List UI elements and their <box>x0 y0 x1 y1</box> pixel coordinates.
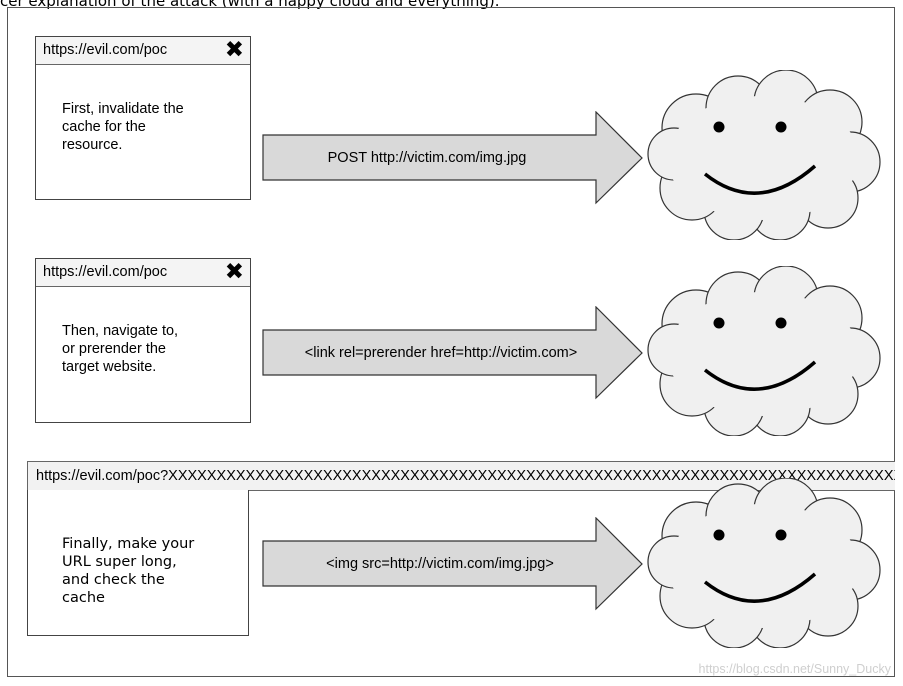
url-text: https://evil.com/poc <box>43 42 168 58</box>
arrow-step1 <box>262 111 643 205</box>
happy-cloud-icon <box>647 266 881 436</box>
close-icon[interactable]: ✖ <box>224 37 244 63</box>
address-bar: https://evil.com/poc ✖ <box>36 37 250 65</box>
step-description: First, invalidate the cache for the reso… <box>62 101 184 153</box>
arrow-label-step3: <img src=http://victim.com/img.jpg> <box>326 556 554 572</box>
browser-window-step2: https://evil.com/poc ✖ Then, navigate to… <box>35 258 251 423</box>
step-description: Finally, make your URL super long, and c… <box>62 536 195 606</box>
close-icon[interactable]: ✖ <box>224 259 244 285</box>
step-description: Then, navigate to, or prerender the targ… <box>62 323 179 375</box>
happy-cloud-icon <box>647 478 881 648</box>
arrow-step2 <box>262 306 643 400</box>
diagram-frame <box>7 7 895 677</box>
url-text: https://evil.com/poc <box>43 264 168 280</box>
browser-window-step1: https://evil.com/poc ✖ First, invalidate… <box>35 36 251 200</box>
arrow-label-step1: POST http://victim.com/img.jpg <box>327 150 527 166</box>
caption-text: cer explanation of the attack (with a ha… <box>0 0 500 9</box>
address-bar: https://evil.com/poc ✖ <box>36 259 250 287</box>
watermark: https://blog.csdn.net/Sunny_Ducky <box>698 662 891 676</box>
happy-cloud-icon <box>647 70 881 240</box>
browser-window-step3: Finally, make your URL super long, and c… <box>27 490 249 636</box>
arrow-label-step2: <link rel=prerender href=http://victim.c… <box>304 345 578 361</box>
url-text: https://evil.com/poc?XXXXXXXXXXXXXXXXXXX… <box>36 468 895 484</box>
arrow-step3 <box>262 517 643 611</box>
